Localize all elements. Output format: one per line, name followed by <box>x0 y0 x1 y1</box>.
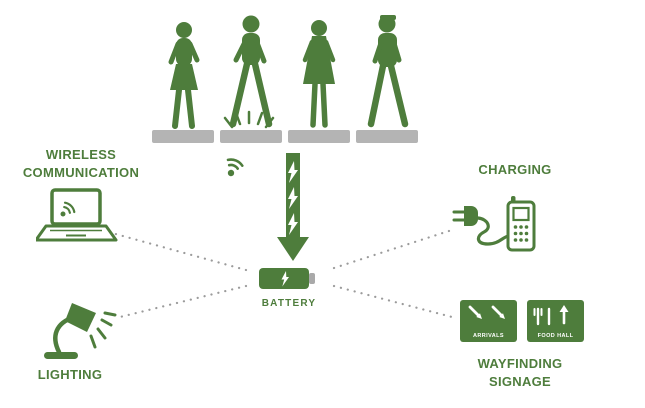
fork-knife-icon <box>533 307 551 326</box>
arrivals-sign: ARRIVALS <box>460 300 517 342</box>
floor-tiles <box>152 130 418 143</box>
battery-icon <box>259 268 315 289</box>
pedestrian-icon <box>168 22 200 129</box>
mobile-phone-icon <box>506 196 536 252</box>
light-rays-icon <box>89 311 117 349</box>
laptop-wifi-icon <box>36 188 118 242</box>
dotted-connector <box>332 284 454 319</box>
arrivals-sign-label: ARRIVALS <box>473 333 504 339</box>
wayfinding-signs-icon: ARRIVALS FOOD HALL <box>460 300 584 342</box>
battery-terminal <box>309 273 315 284</box>
plug-icon <box>452 206 510 246</box>
dotted-connector <box>118 284 248 319</box>
up-arrow-icon <box>559 305 569 325</box>
food-hall-sign-label: FOOD HALL <box>538 333 574 339</box>
pedestrian-icon <box>302 20 336 128</box>
lightning-bolt-icon <box>288 161 298 235</box>
wireless-signal-icon <box>226 158 244 177</box>
pedestrian-icon <box>367 15 409 128</box>
signal-arcs-icon <box>60 201 76 217</box>
lighting-label: LIGHTING <box>37 367 103 382</box>
wireless-communication-label: WIRELESS COMMUNICATION <box>22 147 140 180</box>
desk-lamp-icon <box>44 303 117 359</box>
charging-label: CHARGING <box>478 162 552 177</box>
food-hall-sign: FOOD HALL <box>527 300 584 342</box>
battery-label: BATTERY <box>261 298 317 309</box>
pedestrian-icon <box>229 15 273 128</box>
dotted-connector <box>110 231 248 272</box>
energy-flow-arrow-icon <box>277 153 309 261</box>
dotted-connector <box>332 228 454 270</box>
pedestrians-on-tiles-icon <box>152 15 418 143</box>
plug-and-phone-icon <box>452 196 536 252</box>
wayfinding-signage-label: WAYFINDING SIGNAGE <box>477 356 563 389</box>
lightning-bolt-icon <box>281 271 289 287</box>
